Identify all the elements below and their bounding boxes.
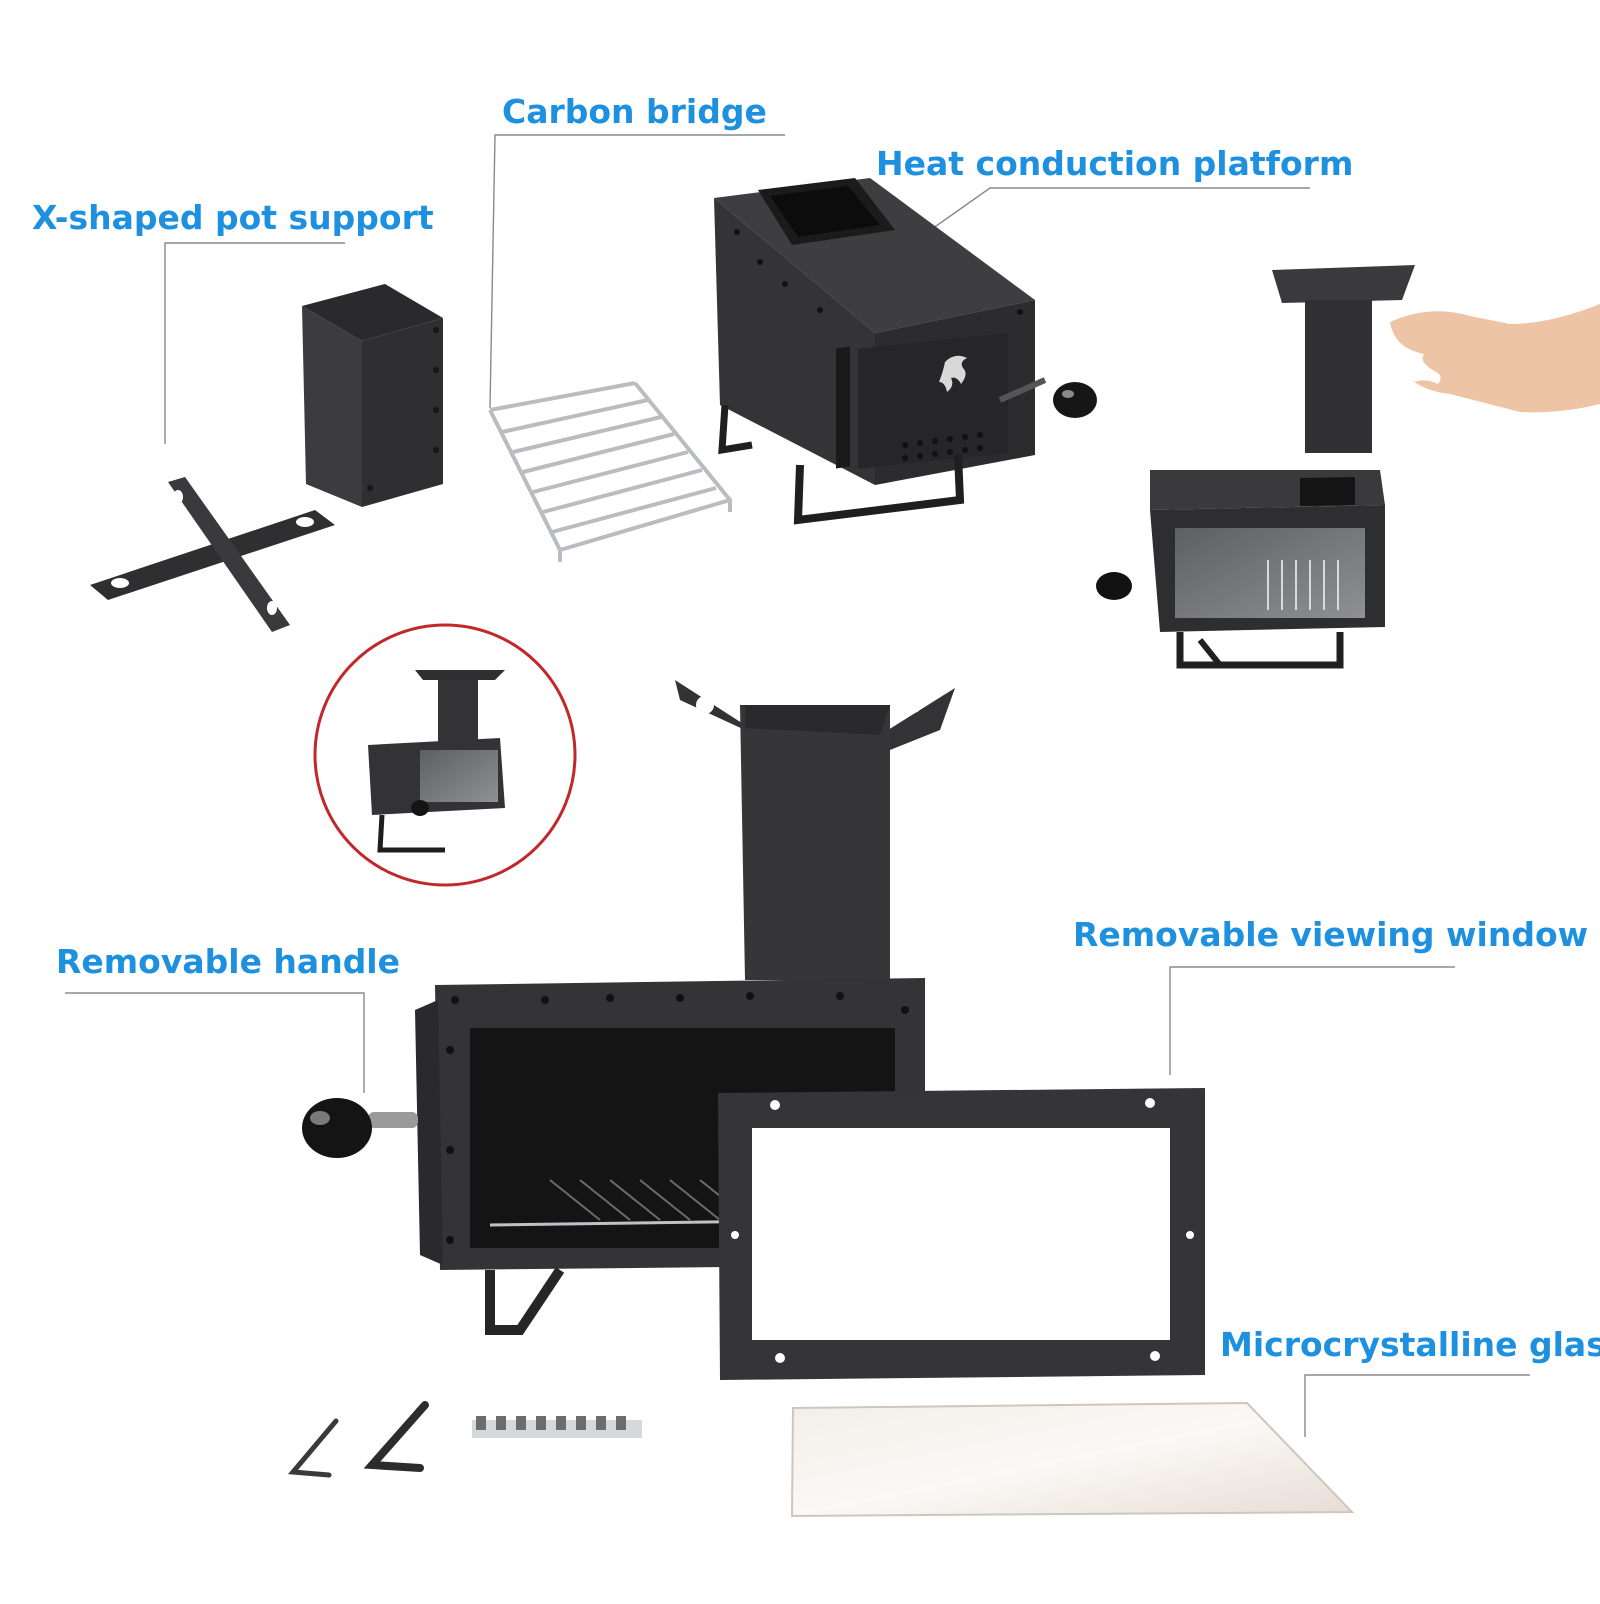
leader-carbon-bridge (489, 134, 785, 409)
leader-removable-viewing-window (1169, 966, 1455, 1075)
x-shaped-pot-support-label: X-shaped pot support (32, 198, 434, 237)
screws (472, 1416, 642, 1438)
heat-conduction-platform-label: Heat conduction platform (876, 144, 1354, 183)
leader-x-shaped-pot-support (164, 242, 345, 444)
microcrystalline-glass-label: Microcrystalline glass (1220, 1325, 1600, 1364)
microcrystalline-glass-panel (790, 1401, 1355, 1518)
hex-keys (287, 1401, 429, 1478)
removable-handle-label: Removable handle (56, 942, 401, 981)
assembled-stove-inset (313, 623, 577, 887)
stove-assembled (714, 178, 1097, 525)
carbon-bridge-label: Carbon bridge (502, 92, 767, 131)
chimney-sleeve (302, 284, 443, 507)
carbon-bridge-rack (488, 381, 732, 562)
stove-with-chimney-right (1096, 265, 1600, 669)
leader-removable-handle (65, 992, 365, 1093)
leader-microcrystalline-glass (1304, 1374, 1530, 1437)
main-stove-exploded (302, 680, 1205, 1380)
removable-viewing-window-label: Removable viewing window (1073, 915, 1589, 954)
leader-lines (65, 134, 1530, 1437)
x-shaped-pot-support (90, 477, 335, 632)
